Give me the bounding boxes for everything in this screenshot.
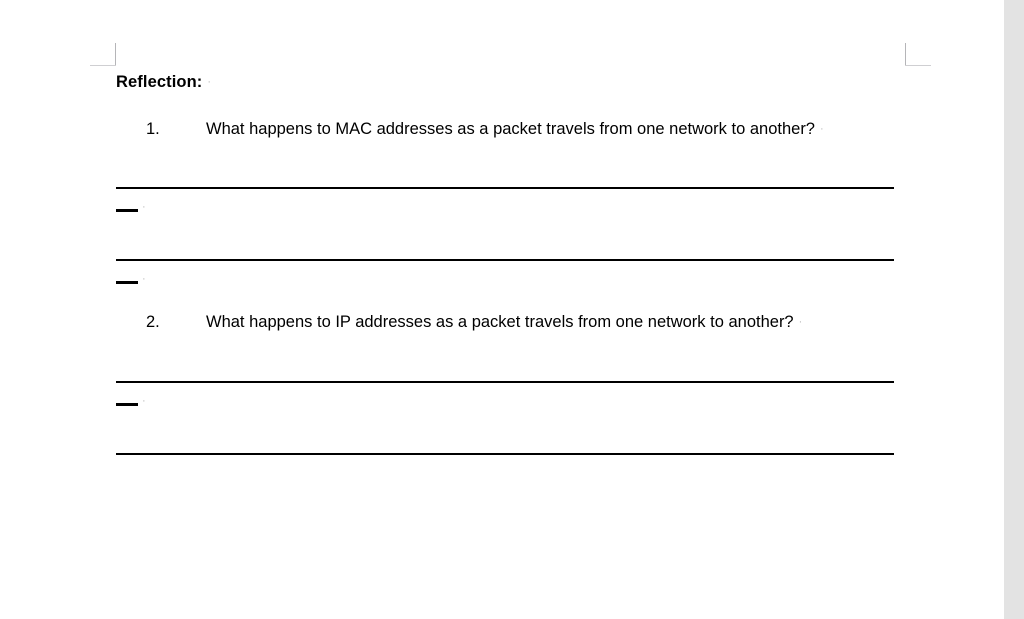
question-text-wrapper: What happens to IP addresses as a packet… bbox=[206, 313, 802, 332]
margin-corner-mark-top-right bbox=[905, 43, 931, 66]
question-number: 1. bbox=[146, 120, 160, 138]
question-text: What happens to MAC addresses as a packe… bbox=[206, 120, 815, 138]
margin-corner-mark-top-left bbox=[90, 43, 116, 66]
margin-mark-horizontal-line bbox=[90, 65, 116, 66]
reflection-heading[interactable]: Reflection: · bbox=[116, 73, 211, 92]
question-text: What happens to IP addresses as a packet… bbox=[206, 313, 794, 331]
paragraph-mark-icon: · bbox=[798, 316, 803, 328]
paragraph-mark-icon: · bbox=[142, 395, 146, 407]
question-number: 2. bbox=[146, 313, 160, 331]
question-text-wrapper: What happens to MAC addresses as a packe… bbox=[206, 120, 824, 139]
reflection-heading-label: Reflection: bbox=[116, 73, 203, 91]
answer-dash-mark bbox=[116, 281, 138, 284]
paragraph-mark-icon: · bbox=[142, 273, 146, 285]
margin-mark-vertical-line bbox=[115, 43, 116, 66]
answer-rule-line bbox=[116, 453, 894, 455]
answer-rule-line bbox=[116, 259, 894, 261]
answer-dash-mark bbox=[116, 403, 138, 406]
answer-rule-line bbox=[116, 381, 894, 383]
window-right-gutter bbox=[1004, 0, 1024, 619]
margin-mark-horizontal-line bbox=[905, 65, 931, 66]
answer-dash-mark bbox=[116, 209, 138, 212]
margin-mark-vertical-line bbox=[905, 43, 906, 66]
paragraph-mark-icon: · bbox=[820, 123, 824, 135]
answer-rule-line bbox=[116, 187, 894, 189]
paragraph-mark-icon: · bbox=[207, 76, 212, 88]
paragraph-mark-icon: · bbox=[142, 201, 146, 213]
